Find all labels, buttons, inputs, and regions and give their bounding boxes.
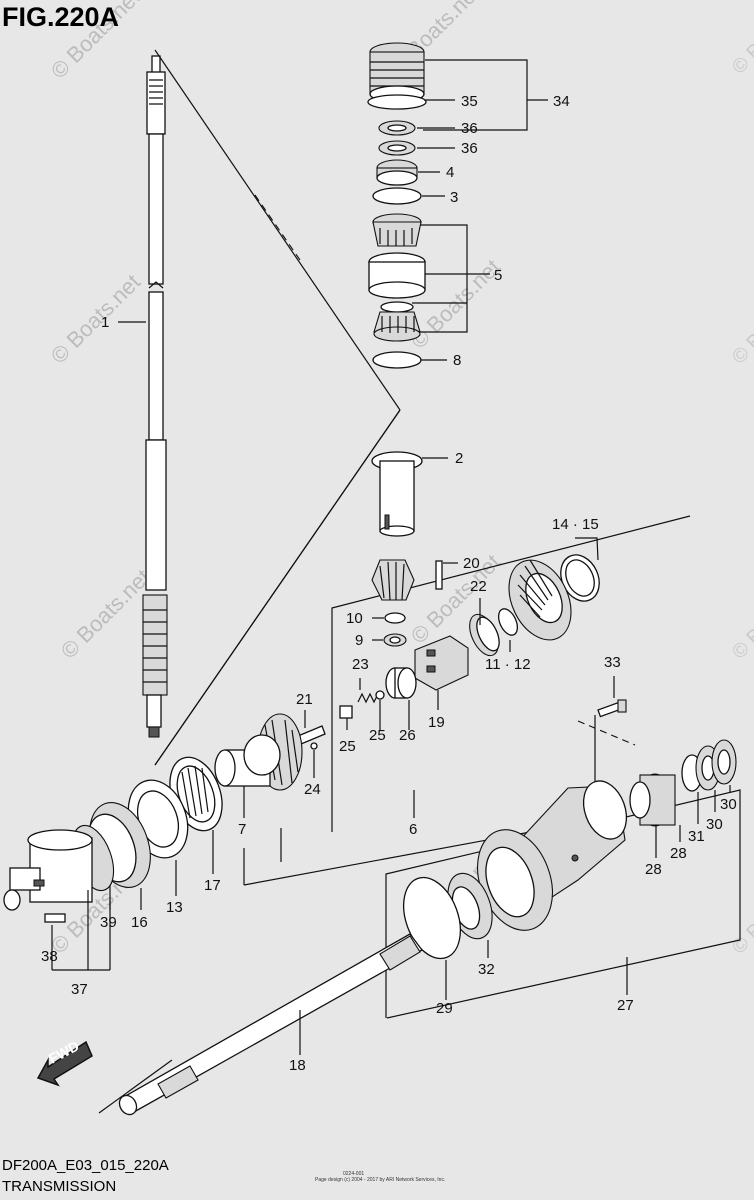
watermark-text: © Boats.net	[728, 869, 754, 959]
fwd-direction-icon: FWD	[36, 1038, 93, 1087]
copyright-code: 0224-001	[343, 1171, 364, 1177]
callout-label: 20	[463, 555, 480, 572]
watermark-text: © Boats.net	[728, 0, 754, 79]
callout-leaders	[51, 59, 731, 1055]
leader-line	[577, 720, 636, 746]
part-28-bearing	[629, 773, 676, 827]
part-22-bushing	[469, 608, 519, 657]
part-35-bushing	[367, 42, 427, 110]
group-bracket-6	[331, 515, 691, 832]
callout-label: 26	[399, 727, 416, 744]
part-21-shift-pin	[297, 725, 326, 745]
callout-label: 3	[450, 189, 458, 206]
callout-label: 5	[494, 267, 502, 284]
callout-label: 10	[346, 610, 363, 627]
part-drive-shaft	[142, 55, 168, 738]
callout-label: 31	[688, 828, 705, 845]
callout-label: 4	[446, 164, 454, 181]
part-24-pin	[310, 742, 318, 750]
part-27-housing	[477, 780, 628, 931]
callout-label: 38	[41, 948, 58, 965]
callout-label: 13	[166, 899, 183, 916]
callout-label: 25	[369, 727, 386, 744]
callout-label: 36	[461, 120, 478, 137]
copyright-notice: Page design (c) 2004 - 2017 by ARI Netwo…	[315, 1177, 445, 1183]
leader-line	[254, 194, 301, 261]
part-26-sleeve	[385, 667, 417, 699]
part-38-pin	[44, 913, 66, 923]
callout-label: 33	[604, 654, 621, 671]
callout-label: 29	[436, 1000, 453, 1017]
callout-label: 16	[131, 914, 148, 931]
callout-label: 18	[289, 1057, 306, 1074]
callout-label: 32	[478, 961, 495, 978]
callout-label: 36	[461, 140, 478, 157]
callout-label: 30	[720, 796, 737, 813]
callout-label: 25	[339, 738, 356, 755]
callout-label: 37	[71, 981, 88, 998]
part-37-shift-cam	[3, 829, 93, 911]
leader-line	[154, 409, 401, 766]
watermark-text: © Boats.net	[56, 564, 155, 663]
leader-line	[154, 49, 401, 411]
part-14-15-shim	[560, 554, 600, 602]
part-4-bearing	[376, 159, 418, 186]
part-5-bearing-set	[368, 213, 426, 342]
callout-label: 11 · 12	[485, 656, 531, 673]
part-33-bolt	[597, 699, 627, 718]
callout-label: 28	[670, 845, 687, 862]
part-30-seal	[695, 739, 737, 791]
part-2-sleeve	[371, 451, 423, 537]
callout-labels: 35 34 36 36 4 3 5 8 1 2 14 · 15 20 22 10…	[41, 93, 737, 1074]
callout-label: 27	[617, 997, 634, 1014]
part-20-pin	[435, 560, 443, 590]
part-18-propeller-shaft	[118, 933, 423, 1116]
callout-label: 34	[553, 93, 570, 110]
part-8-ring	[372, 351, 422, 369]
part-11-12-gear	[508, 559, 572, 641]
callout-label: 23	[352, 656, 369, 673]
part-29-o-ring	[403, 876, 461, 960]
callout-label: 30	[706, 816, 723, 833]
part-10-washer	[384, 612, 406, 624]
callout-label: 28	[645, 861, 662, 878]
callout-label: 1	[101, 314, 109, 331]
callout-label: 8	[453, 352, 461, 369]
part-25-ball	[339, 690, 385, 719]
part-36-seal	[378, 120, 416, 156]
callout-label: 35	[461, 93, 478, 110]
callout-label: 17	[204, 877, 221, 894]
callout-label: 39	[100, 914, 117, 931]
figure-title: FIG.220A	[2, 2, 119, 32]
group-bracket-27	[385, 789, 741, 1019]
callout-label: 9	[355, 632, 363, 649]
callout-label: 24	[304, 781, 321, 798]
callout-label: 7	[238, 821, 246, 838]
part-10-pinion	[371, 559, 415, 601]
part-7-gear	[214, 713, 303, 791]
callout-label: 19	[428, 714, 445, 731]
figure-code: DF200A_E03_015_220A	[2, 1157, 169, 1174]
part-3-shim	[372, 187, 422, 205]
figure-caption: TRANSMISSION	[2, 1178, 116, 1195]
part-9-washer	[383, 633, 407, 647]
leader-line	[98, 1059, 173, 1114]
watermark-text: © Boats.net	[728, 279, 754, 369]
part-23-spring	[357, 692, 379, 704]
callout-label: 14 · 15	[552, 516, 599, 533]
watermark-text: © Boats.net	[728, 574, 754, 664]
callout-label: 2	[455, 450, 463, 467]
callout-label: 6	[409, 821, 417, 838]
callout-label: 22	[470, 578, 487, 595]
watermark-text: © Boats.net	[46, 269, 145, 368]
callout-label: 21	[296, 691, 313, 708]
